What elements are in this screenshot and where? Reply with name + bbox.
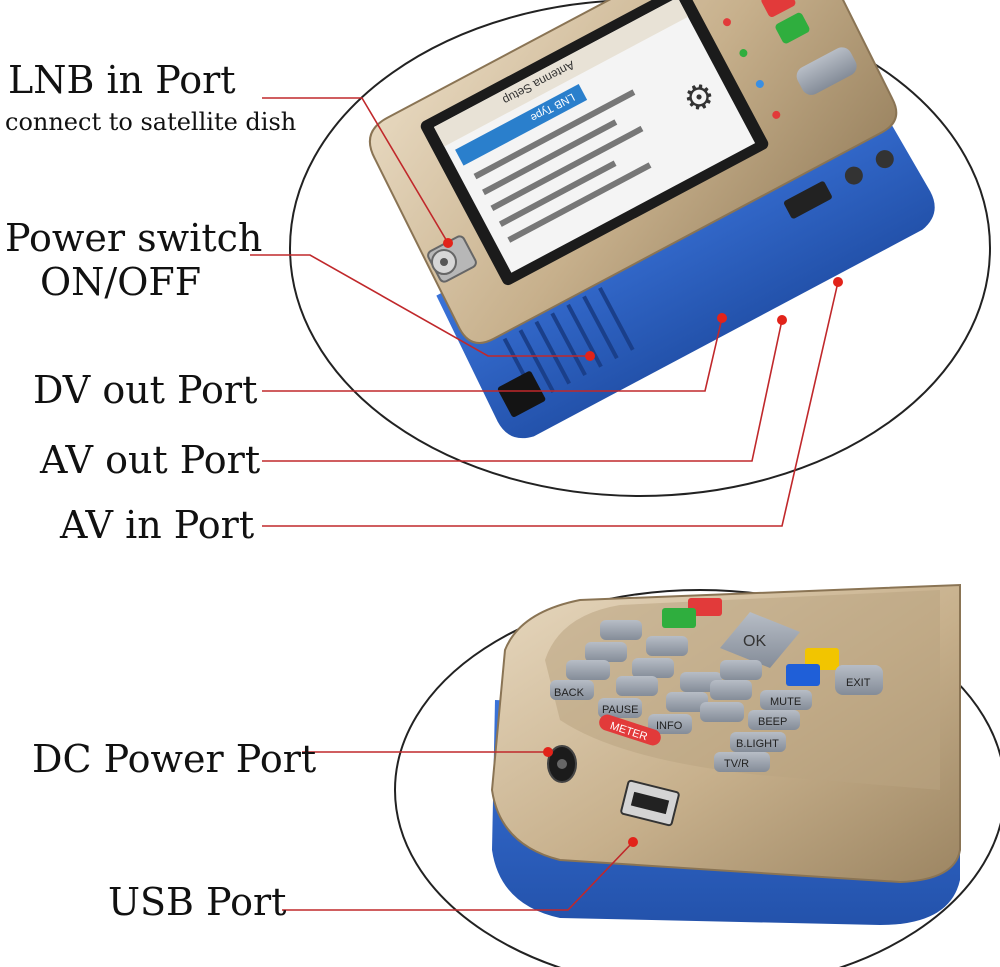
keypad-keys: OK BACK PAUSE INFO MUTE (550, 598, 883, 772)
13v18v-led-icon (739, 49, 748, 58)
screen-menu-lines (473, 89, 652, 243)
meter-badge (599, 714, 661, 746)
color-key-red (688, 598, 722, 616)
beep-key-label: BEEP (758, 716, 787, 728)
screen-tab (455, 84, 588, 166)
usb-port (620, 779, 680, 827)
top-zoom-view: Antenna Setup LNB Type ⚙ (289, 0, 991, 497)
tvr-key-label: TV/R (724, 758, 749, 770)
back-key-label: BACK (554, 687, 585, 699)
label-av-out-port: AV out Port (40, 438, 261, 482)
22k-led-icon (723, 18, 732, 27)
ok-dpad: OK (720, 612, 800, 668)
screen-title-bar (433, 0, 688, 147)
label-usb-port: USB Port (108, 880, 287, 924)
dot-av-in-icon (833, 277, 843, 287)
leader-av-out (262, 319, 783, 462)
av-out-jack (844, 166, 863, 185)
leader-power-switch (250, 254, 590, 357)
av-in-jack (875, 150, 894, 169)
label-dc-power-port: DC Power Port (32, 737, 317, 781)
leader-usb (282, 841, 634, 911)
label-power-switch-state: ON/OFF (40, 260, 202, 304)
leader-lnb (262, 97, 449, 244)
callout-dots (443, 238, 843, 847)
callout-lines (250, 97, 839, 911)
dot-dc-power-icon (543, 747, 553, 757)
bottom-device: OK BACK PAUSE INFO MUTE (490, 583, 961, 925)
number-keys (550, 620, 883, 772)
ok-key-label: OK (743, 633, 766, 650)
color-key-green (662, 608, 696, 628)
power-rocker-switch (497, 371, 546, 418)
green-key (775, 12, 810, 44)
pause-key-label: PAUSE (602, 704, 638, 716)
dot-lnb-icon (443, 238, 453, 248)
hdmi-port (784, 181, 832, 219)
blight-key-label: B.LIGHT (736, 738, 779, 750)
top-device: Antenna Setup LNB Type ⚙ (368, 0, 935, 439)
red-key (761, 0, 796, 17)
status-indicators (723, 18, 781, 119)
label-av-in-port: AV in Port (60, 503, 255, 547)
dot-av-out-icon (777, 315, 787, 325)
label-power-switch: Power switch (5, 216, 263, 260)
top-keypad (761, 0, 857, 95)
charge-led-icon (772, 110, 781, 119)
dot-dv-out-icon (717, 313, 727, 323)
label-lnb-in-port: LNB in Port (8, 58, 236, 102)
label-dv-out-port: DV out Port (33, 368, 258, 412)
leader-av-in (262, 281, 839, 527)
leader-dv-out (262, 317, 723, 392)
label-lnb-in-description: connect to satellite dish (5, 108, 297, 136)
info-key-label: INFO (656, 720, 683, 732)
bottom-zoom-view: OK BACK PAUSE INFO MUTE (394, 583, 1000, 967)
dot-usb-icon (628, 837, 638, 847)
mute-key-label: MUTE (770, 696, 801, 708)
lock-led-icon (755, 79, 764, 88)
exit-key-label: EXIT (846, 677, 871, 689)
color-key-blue (786, 664, 820, 686)
menu-key (796, 47, 857, 95)
dot-power-switch-icon (585, 351, 595, 361)
